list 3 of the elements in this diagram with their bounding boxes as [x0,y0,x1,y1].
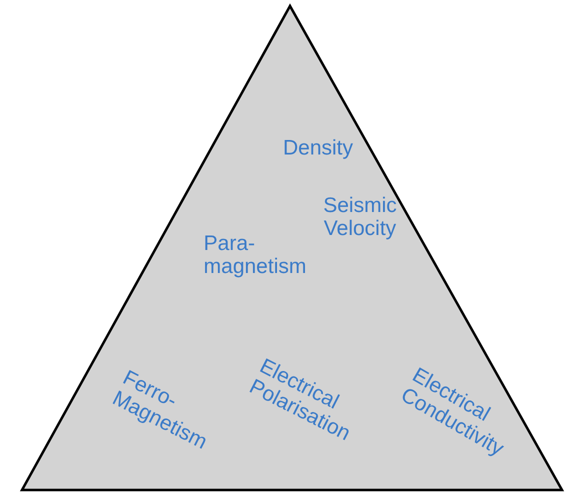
property-label: Para- magnetism [204,232,306,278]
property-label: Density [282,136,354,160]
property-label: Seismic Velocity [323,194,397,240]
